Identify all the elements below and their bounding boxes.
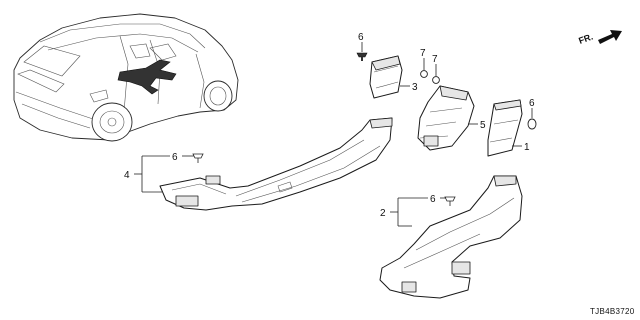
callout-6-part-2: 6 xyxy=(430,194,436,205)
front-direction-indicator: FR. xyxy=(577,30,622,46)
clip-6-top xyxy=(356,52,368,61)
front-label: FR. xyxy=(577,32,594,46)
callout-7-left: 7 xyxy=(420,48,426,59)
nut-7-left xyxy=(420,70,428,78)
arrow-up-right-icon xyxy=(598,30,622,44)
duct-part-4 xyxy=(159,117,393,211)
clip-6-part-2 xyxy=(444,196,456,206)
callout-5: 5 xyxy=(480,120,486,131)
callout-1: 1 xyxy=(524,142,530,153)
duct-part-1 xyxy=(487,99,523,157)
vehicle-illustration xyxy=(13,13,239,142)
duct-part-5 xyxy=(417,85,475,151)
duct-location-highlight xyxy=(117,59,177,95)
diagram-code: TJB4B3720 xyxy=(590,307,635,316)
clip-6-right xyxy=(527,118,537,130)
callout-7-right: 7 xyxy=(432,54,438,65)
callout-2: 2 xyxy=(380,208,386,219)
nut-7-right xyxy=(432,76,440,84)
callout-3: 3 xyxy=(412,82,418,93)
callout-4: 4 xyxy=(124,170,130,181)
leader-lines xyxy=(134,42,533,227)
duct-part-2 xyxy=(379,175,523,299)
duct-part-3 xyxy=(369,55,403,99)
callout-6-top: 6 xyxy=(358,32,364,43)
clip-6-part-4 xyxy=(192,153,204,163)
callout-6-right: 6 xyxy=(529,98,535,109)
callout-6-part-4: 6 xyxy=(172,152,178,163)
